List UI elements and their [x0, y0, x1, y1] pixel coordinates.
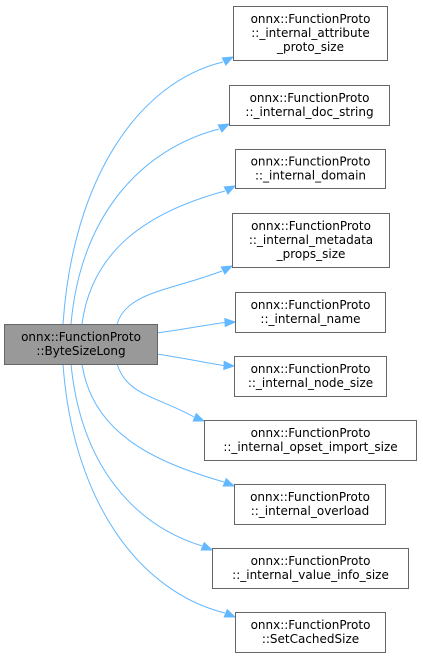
- call-edge-7: [81, 363, 225, 483]
- callee-function-node-3-label-line: ::_internal_metadata: [249, 233, 373, 247]
- callee-function-node-2-label-line: ::_internal_domain: [255, 169, 366, 183]
- call-edge-arrowhead-3: [220, 265, 234, 275]
- callee-function-node-9-box: [235, 612, 386, 653]
- callee-function-node-0-label-line: _proto_size: [276, 40, 344, 54]
- call-edge-4: [156, 321, 226, 334]
- callee-function-node-7-label-line: onnx::FunctionProto: [250, 490, 370, 504]
- call-edge-arrowhead-6: [192, 412, 206, 422]
- callee-function-node-3-box: [232, 213, 390, 268]
- callee-function-node-1-box: [229, 85, 390, 126]
- call-edge-8: [70, 363, 203, 547]
- callee-function-node-7[interactable]: onnx::FunctionProto::_internal_overload: [234, 484, 386, 525]
- callee-function-node-4-label-line: ::_internal_name: [260, 312, 360, 326]
- callee-function-node-3-label-line: _props_size: [276, 247, 346, 261]
- call-edge-2: [81, 190, 226, 325]
- callee-function-node-1-label-line: onnx::FunctionProto: [250, 91, 370, 105]
- callee-function-node-8-label-line: onnx::FunctionProto: [251, 554, 371, 568]
- call-edge-arrowhead-8: [200, 541, 214, 551]
- callee-function-node-5[interactable]: onnx::FunctionProto::_internal_node_size: [234, 356, 387, 397]
- callee-function-node-9[interactable]: onnx::FunctionProto::SetCachedSize: [235, 612, 386, 653]
- callee-function-node-1[interactable]: onnx::FunctionProto::_internal_doc_strin…: [229, 85, 390, 126]
- call-edge-arrowhead-9: [223, 608, 237, 618]
- callee-function-node-7-box: [234, 484, 386, 525]
- callee-function-node-8-box: [212, 548, 409, 589]
- callee-function-node-0-label-line: ::_internal_attribute: [251, 26, 369, 40]
- call-edge-arrowhead-4: [224, 317, 237, 328]
- callee-function-node-2-label-line: onnx::FunctionProto: [251, 155, 371, 169]
- root-function-node[interactable]: onnx::FunctionProto::ByteSizeLong: [4, 324, 158, 365]
- call-edge-1: [70, 128, 220, 325]
- callee-function-node-2[interactable]: onnx::FunctionProto::_internal_domain: [235, 149, 386, 189]
- call-edge-5: [156, 353, 225, 367]
- callee-function-node-0-label-line: onnx::FunctionProto: [251, 12, 371, 26]
- call-edge-arrowhead-0: [221, 56, 235, 66]
- callee-function-node-3[interactable]: onnx::FunctionProto::_internal_metadata_…: [232, 213, 390, 268]
- call-edge-arrowhead-7: [222, 477, 236, 487]
- callee-function-node-6-label-line: onnx::FunctionProto: [251, 426, 371, 440]
- root-function-node-label-line: onnx::FunctionProto: [21, 330, 141, 344]
- callee-function-node-0[interactable]: onnx::FunctionProto::_internal_attribute…: [233, 6, 388, 61]
- call-edge-3: [116, 270, 223, 325]
- callee-function-node-6-box: [204, 420, 417, 461]
- callee-function-node-4-label-line: onnx::FunctionProto: [251, 298, 371, 312]
- root-function-node-label-line: ::ByteSizeLong: [36, 344, 125, 358]
- call-edge-0: [62, 61, 224, 325]
- callee-function-node-4[interactable]: onnx::FunctionProto::_internal_name: [235, 292, 386, 333]
- function-nodes: onnx::FunctionProto::ByteSizeLongonnx::F…: [4, 6, 417, 653]
- call-edge-arrowhead-5: [223, 360, 236, 371]
- callee-function-node-2-box: [235, 149, 386, 189]
- callee-function-node-6-label-line: ::_internal_opset_import_size: [223, 440, 397, 454]
- callee-function-node-8[interactable]: onnx::FunctionProto::_internal_value_inf…: [212, 548, 409, 589]
- callee-function-node-9-label-line: ::SetCachedSize: [262, 632, 359, 646]
- call-edge-arrowhead-1: [217, 123, 231, 133]
- callee-function-node-8-label-line: ::_internal_value_info_size: [232, 568, 389, 582]
- call-edge-9: [62, 363, 226, 614]
- callee-function-node-6[interactable]: onnx::FunctionProto::_internal_opset_imp…: [204, 420, 417, 461]
- callee-function-node-4-box: [235, 292, 386, 333]
- callee-function-node-9-label-line: onnx::FunctionProto: [251, 618, 371, 632]
- callee-function-node-5-box: [234, 356, 387, 397]
- callee-function-node-7-label-line: ::_internal_overload: [251, 504, 370, 518]
- callee-function-node-0-box: [233, 6, 388, 61]
- root-function-node-box: [4, 324, 158, 365]
- call-edge-6: [116, 363, 195, 418]
- call-edges: [62, 56, 237, 618]
- callee-function-node-1-label-line: ::_internal_doc_string: [245, 105, 373, 119]
- callee-function-node-3-label-line: onnx::FunctionProto: [251, 219, 371, 233]
- callee-function-node-5-label-line: ::_internal_node_size: [248, 376, 373, 390]
- call-edge-arrowhead-2: [223, 185, 237, 195]
- callee-function-node-5-label-line: onnx::FunctionProto: [251, 362, 371, 376]
